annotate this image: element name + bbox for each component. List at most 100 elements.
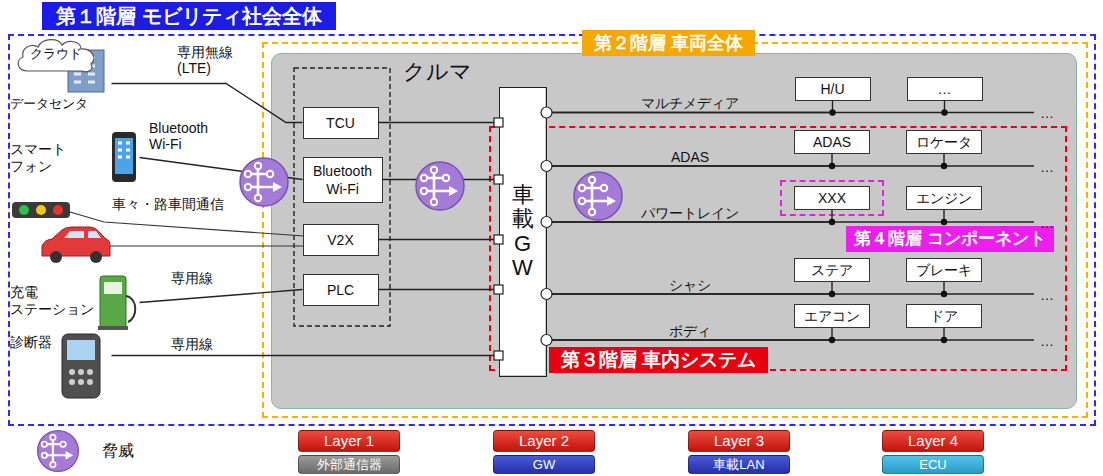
layer-region: 第４階層 コンポーネントXXX xyxy=(780,180,884,216)
threat-symbol xyxy=(416,162,464,210)
link-line xyxy=(112,84,303,123)
link-label: 専用無線 (LTE) xyxy=(176,44,244,76)
link-label: 車々・路車間通信 xyxy=(112,196,224,212)
gateway-port-square xyxy=(494,175,503,184)
layer-heading: 第１階層 モビリティ社会全体 xyxy=(42,2,336,30)
comm-unit-box: PLC xyxy=(303,274,379,306)
box-label: ドア xyxy=(930,307,958,325)
tool-body xyxy=(62,334,100,398)
box-label: GW xyxy=(533,457,555,473)
vehicle-heading: クルマ xyxy=(403,58,472,86)
traffic-light-icon xyxy=(12,202,70,218)
ecu-box: H/U xyxy=(795,77,871,101)
gateway-box: 車載GW xyxy=(499,87,547,377)
legend-threat-symbol xyxy=(38,431,79,472)
gateway-fill xyxy=(500,88,545,375)
bus-line xyxy=(547,154,945,166)
box-label: クラウド xyxy=(30,46,82,62)
link-line xyxy=(140,290,303,303)
signal-lamp xyxy=(19,205,29,215)
ellipsis-mark: … xyxy=(1040,215,1054,231)
box-label: ADAS xyxy=(813,133,851,151)
link-line xyxy=(379,239,499,240)
bus-label: ボディ xyxy=(635,323,745,339)
tool-screen xyxy=(67,340,95,360)
junction-dot xyxy=(829,109,835,115)
device-node: データセンタ xyxy=(8,74,112,114)
charger-cable xyxy=(126,296,135,322)
box-label: Layer 3 xyxy=(714,432,764,450)
signal-lamp xyxy=(53,205,63,215)
bus-line xyxy=(547,210,833,222)
layer-heading: 第４階層 コンポーネント xyxy=(846,226,1054,252)
comm-unit-box: Bluetooth Wi-Fi xyxy=(303,157,383,203)
link-line xyxy=(379,122,499,123)
ecu-box: ステア xyxy=(794,258,870,282)
layer-badge: GW xyxy=(493,455,595,474)
layer-badge: Layer 2 xyxy=(493,430,595,452)
layer-heading: 第２階層 車両全体 xyxy=(582,30,755,56)
bus-extension xyxy=(944,165,1034,166)
link-label: Bluetooth Wi-Fi xyxy=(148,120,222,152)
bus-line xyxy=(547,328,945,340)
junction-dot xyxy=(941,219,947,225)
box-label: 外部通信器 xyxy=(317,457,382,473)
box-label: 車載LAN xyxy=(713,457,764,473)
gateway-port-square xyxy=(494,118,503,127)
junction-dot xyxy=(829,291,835,297)
phone-screen xyxy=(115,138,133,174)
link-label: 専用線 xyxy=(170,336,214,352)
cloud-shape-path xyxy=(18,39,94,71)
ecu-box: … xyxy=(907,77,983,101)
box-label: H/U xyxy=(820,80,844,98)
gateway-port-round xyxy=(541,217,552,228)
signal-lamp xyxy=(36,205,46,215)
building-body xyxy=(68,50,104,92)
bus-line xyxy=(547,282,833,294)
link-line xyxy=(383,179,499,180)
charging-station-icon xyxy=(98,276,135,330)
junction-dot xyxy=(941,163,947,169)
bus-line xyxy=(547,210,945,222)
gateway-port-round xyxy=(541,161,552,172)
layer-badge: 車載LAN xyxy=(688,455,790,474)
signal-housing xyxy=(12,202,70,218)
box-label: 充電 ステーション xyxy=(10,284,98,318)
junction-dot xyxy=(941,109,947,115)
junction-dot xyxy=(829,163,835,169)
box-label: TCU xyxy=(326,114,355,132)
diagnostic-tool-icon xyxy=(62,334,100,398)
bus-line xyxy=(547,154,833,166)
car-body xyxy=(42,227,110,256)
ecu-box: XXX xyxy=(794,186,870,210)
box-label: Bluetooth Wi-Fi xyxy=(310,162,376,198)
box-label: 診断器 xyxy=(10,334,52,351)
box-label: Layer 2 xyxy=(519,432,569,450)
box-label: Layer 1 xyxy=(324,432,374,450)
smartphone-icon xyxy=(112,132,136,182)
layer-region: 第３階層 車内システムADASロケータ第４階層 コンポーネントXXXエンジンステ… xyxy=(489,126,1067,371)
threat-symbol xyxy=(574,172,622,220)
ellipsis-mark: … xyxy=(1040,105,1054,121)
box-label: データセンタ xyxy=(10,96,88,112)
bus-label: ADAS xyxy=(635,149,745,165)
charger-screen xyxy=(104,282,122,294)
ellipsis-mark: … xyxy=(1040,333,1054,349)
ecu-box: ドア xyxy=(906,304,982,328)
gateway-port-square xyxy=(494,235,503,244)
comm-unit-box: V2X xyxy=(303,224,379,256)
box-label: エアコン xyxy=(804,307,860,325)
phone-apps xyxy=(118,143,130,157)
gateway-port-round xyxy=(541,289,552,300)
junction-dot xyxy=(941,337,947,343)
building-windows xyxy=(74,58,95,82)
box-label: XXX xyxy=(818,189,846,207)
comm-unit-box: TCU xyxy=(303,107,379,139)
device-node: スマート フォン xyxy=(8,130,140,186)
layer-badge: Layer 3 xyxy=(688,430,790,452)
gateway-port-square xyxy=(494,351,503,360)
ecu-box: エアコン xyxy=(794,304,870,328)
box-label: ステア xyxy=(811,261,853,279)
car-window xyxy=(64,231,101,238)
tool-buttons xyxy=(69,369,93,385)
